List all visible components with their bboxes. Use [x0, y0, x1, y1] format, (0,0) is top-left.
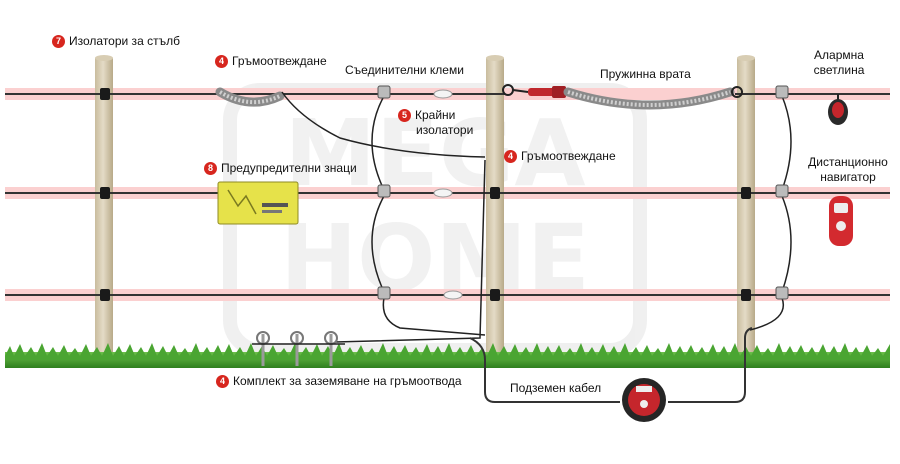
fence-post-middle: [486, 58, 504, 358]
badge-8: 8: [204, 162, 217, 175]
post-insulators: [100, 88, 751, 301]
fence-post-left: [95, 58, 113, 358]
end-insulators: [433, 89, 463, 300]
badge-4-earth: 4: [216, 375, 229, 388]
remote-navigator: [829, 196, 853, 246]
underground-cable: [469, 327, 753, 403]
diverter-wires: [281, 91, 486, 343]
warning-sign: [217, 181, 299, 225]
fence-post-right: [737, 58, 755, 358]
badge-5: 5: [398, 109, 411, 122]
earthing-kit: [252, 331, 345, 366]
alarm-light: [828, 94, 848, 125]
label-spring-gate: Пружинна врата: [600, 67, 691, 81]
label-underground-cable: Подземен кабел: [510, 381, 602, 395]
connection-clamps: [371, 85, 792, 336]
badge-7: 7: [52, 35, 65, 48]
lightning-diverter-coil: [215, 87, 285, 107]
grass-ground: [5, 343, 890, 368]
badge-4-mid: 4: [504, 150, 517, 163]
fence-posts: [95, 55, 755, 358]
badge-4: 4: [215, 55, 228, 68]
label-connection-clamps: Съединителни клеми: [345, 63, 464, 77]
spring-gate: [502, 84, 743, 110]
energizer: [622, 378, 666, 422]
